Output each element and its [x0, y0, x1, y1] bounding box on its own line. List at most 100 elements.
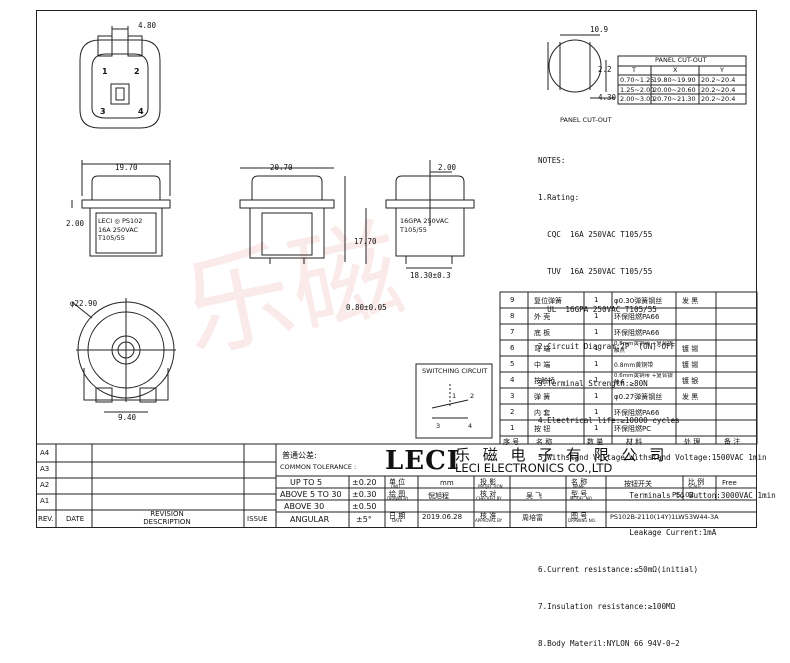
cutout-header-x: X: [673, 66, 678, 74]
switching-circuit: [415, 363, 493, 439]
bom-cell: 4: [510, 376, 515, 384]
rev-row: A2: [40, 481, 50, 489]
dim-diameter: φ22.90: [70, 299, 98, 308]
note-line: Leakage Current:1mA: [538, 527, 717, 537]
tolerance-range: ANGULAR: [290, 515, 330, 524]
bom-cell: 6: [510, 344, 515, 352]
dim-front-width: 19.70: [115, 163, 138, 172]
note-line: Terminals to Button:3000VAC 1min: [538, 490, 776, 500]
cutout-label: PANEL CUT-OUT: [560, 116, 612, 124]
cutout-cell: 0.70~1.25: [620, 76, 654, 84]
pin-2: 2: [134, 67, 140, 76]
bom-cell: 1: [594, 344, 599, 352]
dim-cutout-h1: 2.2: [598, 65, 612, 74]
company-name-en: LECI ELECTRONICS CO.,LTD: [455, 461, 613, 475]
dim-side-width: 20.70: [270, 163, 293, 172]
bom-header: 名 称: [536, 438, 553, 446]
dim-pin: 0.80±0.05: [346, 303, 387, 312]
dim-total-height: 17.70: [354, 237, 377, 246]
rev-header: DATE: [66, 515, 85, 523]
button-label-2: 16A 250VAC: [98, 226, 139, 234]
top-view: [79, 26, 161, 129]
model-label: 型 号: [571, 490, 588, 498]
cutout-cell: 1.25~2.00: [620, 86, 654, 94]
bom-cell: 外 壳: [534, 313, 551, 321]
model-value: PS102: [672, 491, 695, 499]
bom-cell: 1: [594, 408, 599, 416]
bom-cell: 0.8mm黄铜带 +复合银触点: [614, 341, 673, 354]
approved-value: 周培富: [522, 514, 543, 522]
dim-base-width: 18.30±0.3: [410, 271, 451, 280]
pin-4: 4: [138, 107, 144, 116]
bom-cell: 7: [510, 328, 515, 336]
tolerance-range: UP TO 5: [290, 478, 323, 487]
rev-header: REVISION DESCRIPTION: [143, 510, 191, 526]
note-line: 8.Body Materil:NYLON 66 94V-0~2: [538, 639, 680, 649]
bom-cell: 底 板: [534, 329, 551, 337]
circuit-pin-4: 4: [468, 422, 472, 430]
drawn-value: 倪旭程: [428, 492, 449, 500]
tolerance-title-en: COMMON TOLERANCE :: [280, 463, 357, 471]
bom-cell: 弹 簧: [534, 393, 551, 401]
bom-cell: 0.8mm黄铜带: [614, 362, 654, 369]
drawing-no-label-en: DRAWING NO.: [568, 518, 596, 523]
bom-cell: 9: [510, 296, 515, 304]
note-line: NOTES:: [538, 155, 566, 165]
bom-cell: 1: [510, 424, 515, 432]
drawing-no-value: PS102B-2110(14Y)1LW53W44-3A: [610, 513, 719, 521]
approved-label: 核 准: [480, 512, 497, 520]
note-line: 2.Circuit Diagram:2P (ON)-OFF: [538, 341, 676, 351]
scale-label: 比 例: [688, 478, 705, 486]
date-value: 2019.06.28: [422, 513, 463, 521]
note-line: CQC 16A 250VAC T105/55: [538, 230, 653, 240]
bom-cell: 发 黑: [682, 393, 699, 401]
bom-cell: φ0.30弹簧钢丝: [614, 297, 663, 305]
bom-cell: 环保阻燃PC: [614, 425, 652, 433]
cutout-table-title: PANEL CUT-OUT: [655, 56, 707, 64]
unit-value: mm: [440, 479, 454, 487]
rev-row: A1: [40, 497, 50, 505]
bom-cell: φ0.27弹簧钢丝: [614, 393, 663, 401]
bom-cell: 复位弹簧: [534, 297, 562, 305]
note-line: 6.Current resistance:≤50mΩ(initial): [538, 565, 699, 575]
bom-cell: 弯 端: [534, 345, 551, 353]
model-label-en: MODEL NO.: [570, 496, 593, 501]
dim-side-right: 2.00: [438, 163, 457, 172]
drawn-label-en: DRAWN BY: [387, 496, 409, 501]
date-label: 日 期: [389, 512, 406, 520]
unit-label: 单 位: [389, 478, 406, 486]
company-logo: LECI: [385, 446, 460, 476]
cutout-header-y: Y: [719, 66, 724, 74]
bom-cell: 0.6mm黄铜带 +复合银触点: [614, 373, 673, 386]
unit-label-en: UNIT: [391, 484, 401, 489]
dim-cutout-h2: 4.30: [598, 93, 617, 102]
rev-row: A4: [40, 449, 50, 457]
drawing-no-label: 图 号: [571, 512, 588, 520]
note-line: 1.Rating:: [538, 193, 580, 203]
bom-cell: 镀 锡: [682, 345, 699, 353]
side-label-1: 16GPA 250VAC: [400, 217, 449, 225]
bom-header: 备 注: [724, 438, 741, 446]
bom-cell: 中 端: [534, 361, 551, 369]
bom-cell: 1: [594, 376, 599, 384]
name-label: 名 称: [571, 478, 588, 486]
bom-cell: 1: [594, 392, 599, 400]
button-label-3: T105/55: [97, 234, 125, 242]
bom-cell: 内 套: [534, 409, 551, 417]
note-line: UL 16GPA 250VAC T105/55: [538, 304, 657, 314]
bottom-view: [71, 298, 176, 413]
rev-header: REV.: [38, 515, 54, 523]
checked-value: 吴 飞: [526, 492, 543, 500]
cutout-header-t: T: [631, 66, 636, 74]
tolerance-range: ABOVE 30: [284, 502, 325, 511]
front-view: [71, 160, 171, 257]
bom-cell: 环保阻燃PA66: [614, 329, 660, 337]
date-label-en: DATE: [392, 518, 403, 523]
cutout-cell: 20.00~20.60: [653, 86, 696, 94]
bom-header: 材 料: [626, 438, 643, 446]
right-view: [385, 160, 475, 269]
bom-cell: 2: [510, 408, 515, 416]
bom-cell: 镀 锡: [682, 361, 699, 369]
bom-cell: 发 黑: [682, 297, 699, 305]
bom-cell: 1: [594, 360, 599, 368]
